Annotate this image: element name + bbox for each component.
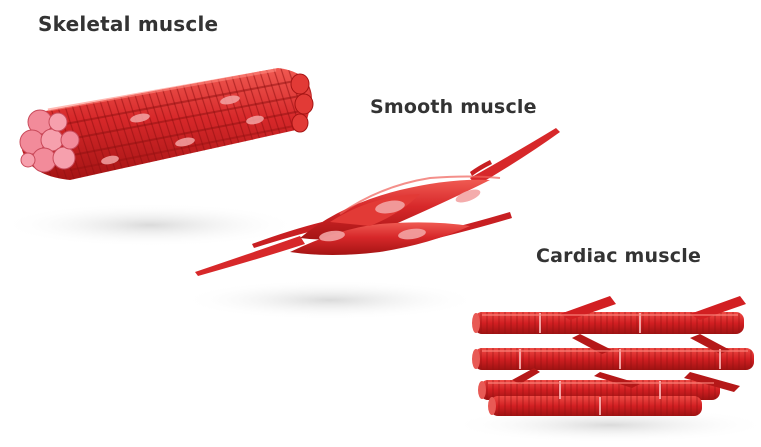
skeletal-muscle-bundle — [20, 68, 313, 180]
smooth-shadow — [180, 280, 480, 320]
skeletal-shadow — [0, 203, 300, 247]
cardiac-muscle-label: Cardiac muscle — [536, 245, 701, 267]
cardiac-muscle-fibers — [472, 296, 754, 416]
smooth-muscle-cells — [195, 128, 560, 276]
smooth-muscle-label: Smooth muscle — [370, 96, 537, 118]
skeletal-muscle-label: Skeletal muscle — [38, 12, 218, 36]
